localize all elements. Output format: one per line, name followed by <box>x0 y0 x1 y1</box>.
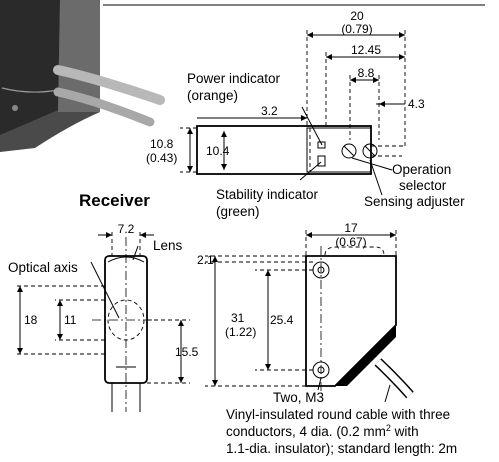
label-screws: Two, M3 <box>273 390 324 405</box>
top-view <box>180 30 406 196</box>
cable-note-line-1: Vinyl-insulated round cable with three <box>226 407 450 422</box>
dim-side-width: 17 <box>344 221 358 235</box>
label-stability-indicator: Stability indicator <box>216 187 319 202</box>
label-lens: Lens <box>153 238 183 253</box>
label-power-indicator-color: (orange) <box>187 88 238 103</box>
label-operation-selector: Operation <box>392 162 451 177</box>
dim-8-8: 8.8 <box>358 66 375 80</box>
front-view <box>14 232 190 412</box>
dim-top-width-in: (0.79) <box>341 22 372 36</box>
dim-height: 10.8 <box>150 137 174 151</box>
dim-4-3: 4.3 <box>408 97 425 111</box>
dim-side-height: 31 <box>231 311 245 325</box>
dim-side-width-in: (0.67) <box>335 235 366 249</box>
cable-note-line-3: 1.1-dia. insulator); standard length: 2m <box>226 441 457 456</box>
dim-3-2: 3.2 <box>261 104 278 118</box>
dim-10-4: 10.4 <box>206 144 230 158</box>
dim-height-in: (0.43) <box>146 151 177 165</box>
dim-top-width: 20 <box>350 9 364 23</box>
cable-note-line-2: conductors, 4 dia. (0.2 mm2 with <box>226 423 419 439</box>
label-power-indicator: Power indicator <box>187 71 281 86</box>
dim-side-height-in: (1.22) <box>225 325 256 339</box>
dim-7-2: 7.2 <box>118 222 135 236</box>
label-operation-selector-2: selector <box>399 178 447 193</box>
dim-11: 11 <box>64 313 77 327</box>
label-stability-indicator-color: (green) <box>216 204 260 219</box>
dim-2-1: 2.1 <box>197 253 214 267</box>
dim-15-5: 15.5 <box>175 345 199 359</box>
dim-18: 18 <box>24 313 38 327</box>
sensor-photo <box>0 0 165 152</box>
receiver-title: Receiver <box>79 191 150 210</box>
label-optical-axis: Optical axis <box>8 260 78 275</box>
side-view <box>205 230 414 403</box>
dim-12-45: 12.45 <box>351 43 381 57</box>
label-sensing-adjuster: Sensing adjuster <box>364 194 465 209</box>
dim-25-4: 25.4 <box>270 313 294 327</box>
